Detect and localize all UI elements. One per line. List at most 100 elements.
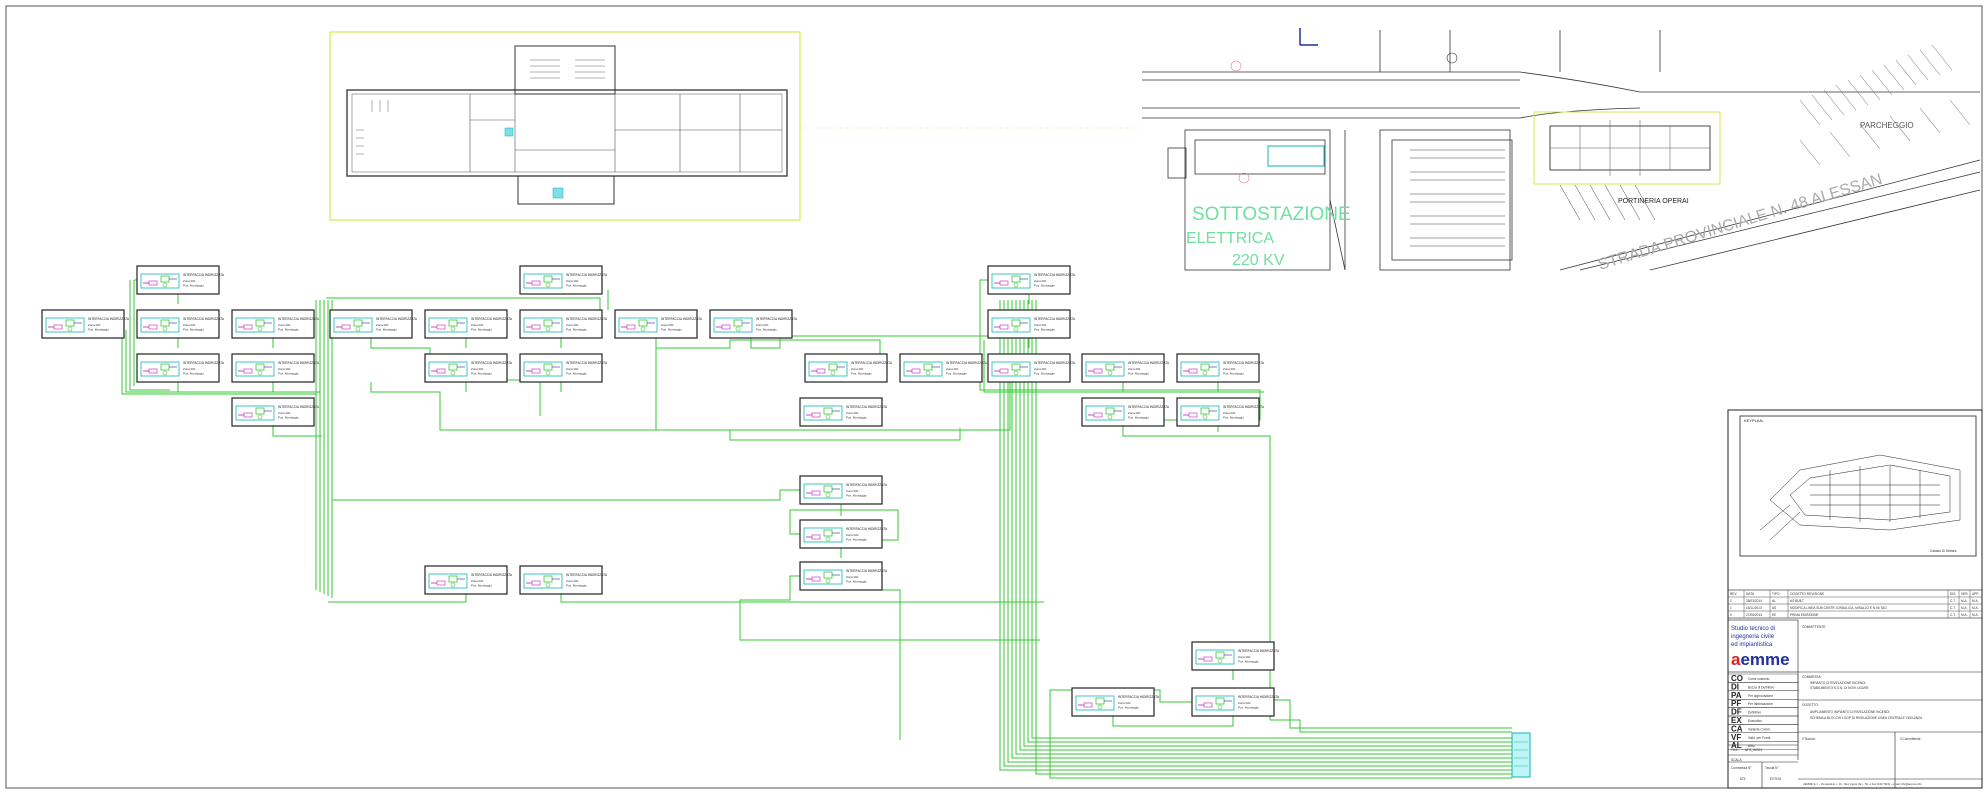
loop-wire (739, 575, 1040, 641)
revision-cell: AS (1772, 606, 1776, 610)
device-text: Zona 001 (183, 279, 196, 283)
device-heading: INTERFACCIA INDIRIZZATA (1128, 405, 1170, 409)
revision-cell: M.A. (1972, 613, 1979, 617)
device-text: Pos. Montaggio (1034, 284, 1055, 288)
device-text: Pos. Montaggio (376, 328, 397, 332)
company-line-2: ingegneria civile (1731, 634, 1775, 640)
loop-wire (1007, 300, 1512, 763)
device-text: Pos. Montaggio (88, 328, 109, 332)
loop-wire (655, 338, 881, 354)
revision-header: APP. (1972, 592, 1979, 596)
legend-code: AL (1731, 741, 1742, 750)
device-text: Pos. Montaggio (278, 328, 299, 332)
device-text: Pos. Montaggio (1034, 328, 1055, 332)
device-heading: INTERFACCIA INDIRIZZATA (1238, 695, 1280, 699)
device-text: Pos. Montaggio (566, 584, 587, 588)
revision-cell: 27/06/2013 (1746, 613, 1762, 617)
road-label: STRADA PROVINCIALE N. 48 ALESSAN (1596, 171, 1884, 274)
gatehouse-label: PORTINERIA OPERAI (1618, 198, 1689, 205)
device-text: Zona 001 (846, 575, 859, 579)
device-heading: INTERFACCIA INDIRIZZATA (183, 317, 225, 321)
device-text: Zona 001 (1034, 367, 1047, 371)
legend-label: Per fabbricazione (1748, 702, 1773, 706)
device-heading: INTERFACCIA INDIRIZZATA (566, 317, 608, 321)
parking-label: PARCHEGGIO (1860, 121, 1914, 130)
device-text: Zona 001 (566, 579, 579, 583)
sheet-frame (5, 5, 1983, 789)
central-panel (1511, 732, 1531, 778)
loop-wire (983, 340, 1264, 393)
device-heading: INTERFACCIA INDIRIZZATA (1118, 695, 1160, 699)
scale-label: SCALA: (1731, 758, 1742, 762)
device-text: Pos. Montaggio (566, 372, 587, 376)
device-text: Zona 001 (183, 367, 196, 371)
keyplan-map (1759, 454, 1961, 541)
device-text: Pos. Montaggio (278, 416, 299, 420)
substation-label-1: SOTTOSTAZIONE (1192, 204, 1351, 225)
device-text: Pos. Montaggio (1223, 372, 1244, 376)
revision-header: DATA (1746, 592, 1755, 596)
revision-cell: M.A. (1961, 606, 1968, 610)
device-heading: INTERFACCIA INDIRIZZATA (1223, 361, 1265, 365)
device-heading: INTERFACCIA INDIRIZZATA (846, 483, 888, 487)
tavola-label: Tavola N° (1765, 766, 1779, 770)
revision-cell: C.T. (1950, 599, 1956, 603)
loop-wire (1015, 300, 1512, 755)
device-text: Pos. Montaggio (183, 284, 204, 288)
device-text: Zona 001 (1034, 279, 1047, 283)
revision-cell: EE (1772, 613, 1776, 617)
device-text: Zona 001 (661, 323, 674, 327)
legend-code: PF (1731, 699, 1741, 708)
device-text: Zona 001 (846, 533, 859, 537)
device-heading: INTERFACCIA INDIRIZZATA (1223, 405, 1265, 409)
device-heading: INTERFACCIA INDIRIZZATA (183, 361, 225, 365)
device-heading: INTERFACCIA INDIRIZZATA (566, 361, 608, 365)
commessa-number-label: Commessa N° (1731, 766, 1752, 770)
revision-cell: M.A. (1972, 599, 1979, 603)
revision-cell: MODIFICA LINEA SUB CENTR. IDRAULICA, MIS… (1790, 606, 1887, 610)
device-text: Pos. Montaggio (851, 372, 872, 376)
loop-wire (882, 589, 901, 740)
revision-cell: 28/03/2014 (1746, 599, 1762, 603)
device-heading: INTERFACCIA INDIRIZZATA (1034, 317, 1076, 321)
loop-wire (331, 489, 800, 598)
loop-wire (1023, 300, 1512, 747)
loop-wire (129, 280, 170, 391)
legend-label: Per approvazione (1748, 694, 1773, 698)
device-text: Pos. Montaggio (846, 538, 867, 542)
device-text: Zona 001 (566, 323, 579, 327)
revision-cell: C.T. (1950, 613, 1956, 617)
company-logo: aemme (1731, 650, 1790, 669)
legend-label: Definitivo (1748, 711, 1761, 715)
device-text: Pos. Montaggio (183, 328, 204, 332)
device-text: Pos. Montaggio (1238, 706, 1259, 710)
device-text: Zona 001 (471, 579, 484, 583)
device-text: Pos. Montaggio (756, 328, 777, 332)
device-text: Pos. Montaggio (846, 494, 867, 498)
device-text: Pos. Montaggio (471, 584, 492, 588)
device-heading: INTERFACCIA INDIRIZZATA (846, 527, 888, 531)
device-text: Zona 001 (278, 367, 291, 371)
company-line-3: ed impiantistica (1731, 642, 1773, 648)
loop-wire (750, 335, 990, 349)
revision-header: DIS. (1950, 592, 1956, 596)
device-heading: INTERFACCIA INDIRIZZATA (1128, 361, 1170, 365)
device-text: Zona 001 (1238, 655, 1251, 659)
device-heading: INTERFACCIA INDIRIZZATA (566, 273, 608, 277)
revision-cell: 1 (1730, 606, 1732, 610)
keyplan-frame (1739, 415, 1977, 557)
revision-cell: 2 (1730, 599, 1732, 603)
